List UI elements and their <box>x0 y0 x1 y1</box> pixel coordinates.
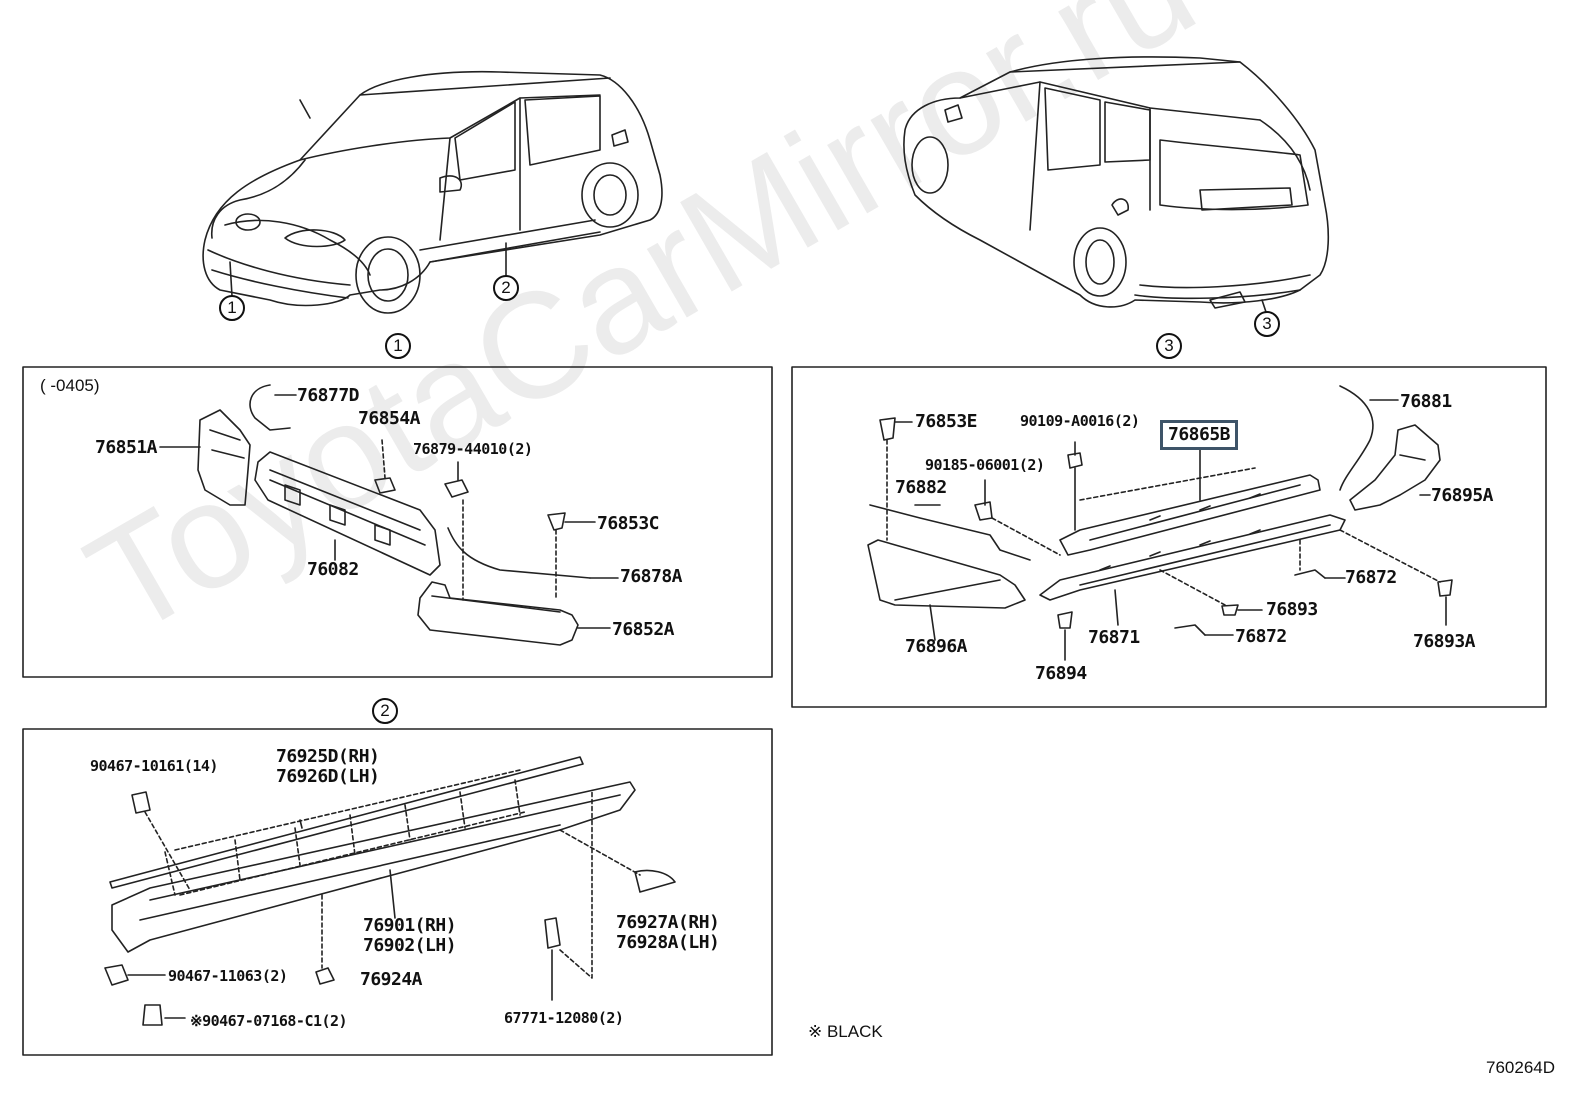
rear-car-illustration <box>903 56 1330 313</box>
note-black: ※ BLACK <box>808 1022 883 1041</box>
part-76865B-selected[interactable]: 76865B <box>1160 420 1239 450</box>
part-76877D[interactable]: 76877D <box>297 385 360 406</box>
callout-2-rocker[interactable]: 2 <box>493 275 519 301</box>
section-1-marker: 1 <box>385 333 411 359</box>
panel-3-frame <box>791 366 1547 708</box>
part-90467-07168-C1[interactable]: ※90467-07168-C1(2) <box>190 1012 348 1030</box>
part-76872-upper[interactable]: 76872 <box>1345 567 1397 588</box>
front-car-illustration <box>202 70 663 314</box>
part-76926D-lh[interactable]: 76926D(LH) <box>276 766 380 787</box>
part-76895A[interactable]: 76895A <box>1431 485 1494 506</box>
section-2-marker: 2 <box>372 698 398 724</box>
callout-3-rear-bumper[interactable]: 3 <box>1254 311 1280 337</box>
part-76894[interactable]: 76894 <box>1035 663 1087 684</box>
part-76854A[interactable]: 76854A <box>358 408 421 429</box>
panel-2-parts <box>104 756 676 1026</box>
diagram-code: 760264D <box>1486 1058 1556 1077</box>
part-76871[interactable]: 76871 <box>1088 627 1140 648</box>
part-76851A[interactable]: 76851A <box>95 437 158 458</box>
part-76872-lower[interactable]: 76872 <box>1235 626 1287 647</box>
panel-1-frame <box>22 366 773 678</box>
panel-1-parts <box>159 384 619 646</box>
part-76924A[interactable]: 76924A <box>360 969 423 990</box>
part-76082[interactable]: 76082 <box>307 559 359 580</box>
part-76902-lh[interactable]: 76902(LH) <box>363 935 457 956</box>
section-3-marker: 3 <box>1156 333 1182 359</box>
part-90109-A0016[interactable]: 90109-A0016(2) <box>1020 412 1140 430</box>
part-76893A[interactable]: 76893A <box>1413 631 1476 652</box>
part-90467-11063[interactable]: 90467-11063(2) <box>168 967 288 985</box>
callout-1-front-bumper[interactable]: 1 <box>219 295 245 321</box>
part-76852A[interactable]: 76852A <box>612 619 675 640</box>
part-67771-12080[interactable]: 67771-12080(2) <box>504 1009 624 1027</box>
part-76925D-rh[interactable]: 76925D(RH) <box>276 746 380 767</box>
panel-3-parts <box>867 385 1453 661</box>
part-90467-10161[interactable]: 90467-10161(14) <box>90 757 218 775</box>
part-76881[interactable]: 76881 <box>1400 391 1452 412</box>
part-76853E[interactable]: 76853E <box>915 411 978 432</box>
part-76901-rh[interactable]: 76901(RH) <box>363 915 457 936</box>
part-76928A-lh[interactable]: 76928A(LH) <box>616 932 720 953</box>
part-76893[interactable]: 76893 <box>1266 599 1318 620</box>
panel-2-frame <box>22 728 773 1056</box>
part-76896A[interactable]: 76896A <box>905 636 968 657</box>
part-76853C[interactable]: 76853C <box>597 513 660 534</box>
part-76927A-rh[interactable]: 76927A(RH) <box>616 912 720 933</box>
panel-1-production-range: ( -0405) <box>40 376 100 395</box>
part-76878A[interactable]: 76878A <box>620 566 683 587</box>
part-76879-44010[interactable]: 76879-44010(2) <box>413 440 533 458</box>
part-76882[interactable]: 76882 <box>895 477 947 498</box>
part-90185-06001[interactable]: 90185-06001(2) <box>925 456 1045 474</box>
